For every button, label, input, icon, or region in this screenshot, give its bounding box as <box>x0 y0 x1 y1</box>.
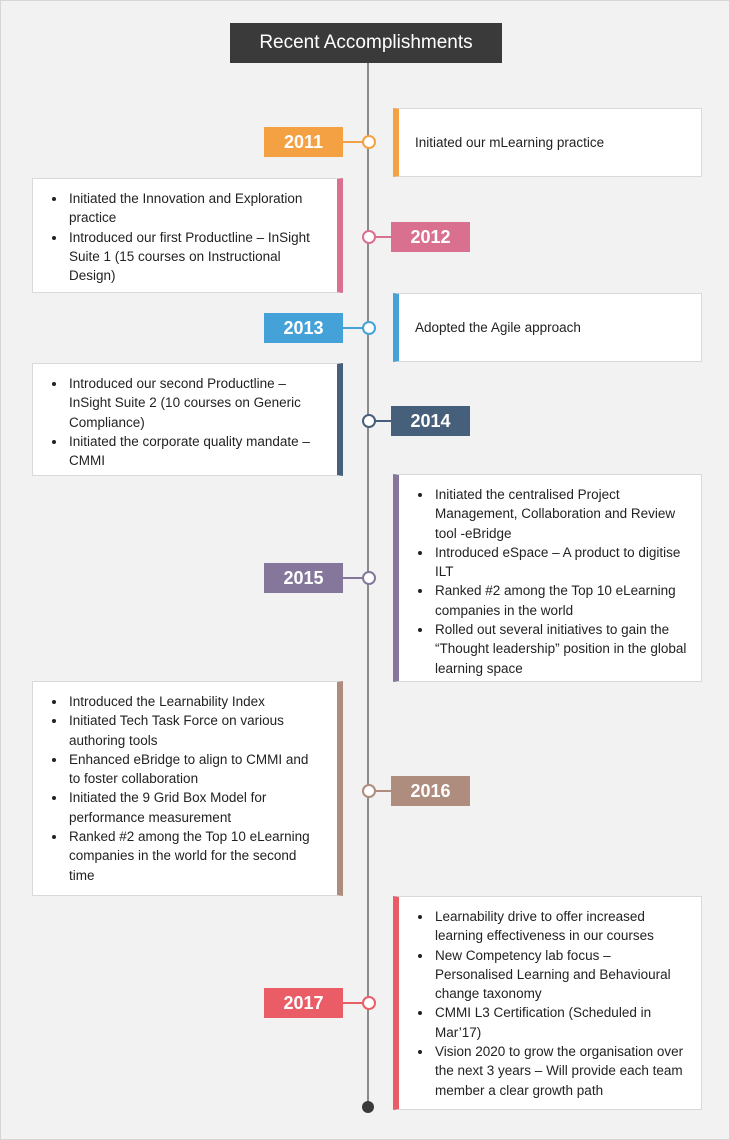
milestone-card-2016: Introduced the Learnability IndexInitiat… <box>32 681 343 896</box>
milestone-bullet: Introduced our second Productline – InSi… <box>67 374 323 432</box>
milestone-bullet: Ranked #2 among the Top 10 eLearning com… <box>67 827 323 885</box>
milestone-connector <box>343 141 368 143</box>
milestone-bullet-list: Initiated the centralised Project Manage… <box>399 485 687 678</box>
timeline-title: Recent Accomplishments <box>230 23 502 63</box>
year-tag-2011: 2011 <box>264 127 343 157</box>
milestone-node <box>362 321 376 335</box>
milestone-bullet: Ranked #2 among the Top 10 eLearning com… <box>433 581 687 620</box>
milestone-bullet: Initiated the centralised Project Manage… <box>433 485 687 543</box>
milestone-text: Initiated our mLearning practice <box>415 134 605 150</box>
milestone-bullet: New Competency lab focus – Personalised … <box>433 946 687 1004</box>
milestone-bullet: Enhanced eBridge to align to CMMI and to… <box>67 750 323 789</box>
milestone-card-2013: Adopted the Agile approach <box>393 293 702 362</box>
milestone-bullet-list: Learnability drive to offer increased le… <box>399 907 687 1100</box>
milestone-connector <box>368 420 392 422</box>
milestone-node <box>362 414 376 428</box>
year-tag-2014: 2014 <box>391 406 470 436</box>
milestone-card-2011: Initiated our mLearning practice <box>393 108 702 177</box>
milestone-bullet: Introduced the Learnability Index <box>67 692 323 711</box>
milestone-bullet-list: Introduced the Learnability IndexInitiat… <box>33 692 323 885</box>
milestone-card-2015: Initiated the centralised Project Manage… <box>393 474 702 682</box>
year-tag-2016: 2016 <box>391 776 470 806</box>
milestone-card-2014: Introduced our second Productline – InSi… <box>32 363 343 476</box>
milestone-node <box>362 996 376 1010</box>
timeline-axis <box>367 63 369 1107</box>
milestone-bullet-list: Initiated the Innovation and Exploration… <box>33 189 323 285</box>
milestone-connector <box>368 236 392 238</box>
milestone-bullet: Initiated the 9 Grid Box Model for perfo… <box>67 788 323 827</box>
milestone-bullet: CMMI L3 Certification (Scheduled in Mar’… <box>433 1003 687 1042</box>
milestone-card-2017: Learnability drive to offer increased le… <box>393 896 702 1110</box>
milestone-bullet: Initiated the corporate quality mandate … <box>67 432 323 471</box>
milestone-bullet: Introduced eSpace – A product to digitis… <box>433 543 687 582</box>
milestone-card-2012: Initiated the Innovation and Exploration… <box>32 178 343 293</box>
timeline-end-dot <box>362 1101 374 1113</box>
milestone-connector <box>343 327 368 329</box>
year-tag-2017: 2017 <box>264 988 343 1018</box>
year-tag-2013: 2013 <box>264 313 343 343</box>
milestone-bullet: Initiated the Innovation and Exploration… <box>67 189 323 228</box>
milestone-node <box>362 135 376 149</box>
milestone-bullet: Vision 2020 to grow the organisation ove… <box>433 1042 687 1100</box>
milestone-bullet: Introduced our first Productline – InSig… <box>67 228 323 286</box>
milestone-bullet: Rolled out several initiatives to gain t… <box>433 620 687 678</box>
milestone-connector <box>343 1002 368 1004</box>
milestone-bullet-list: Introduced our second Productline – InSi… <box>33 374 323 470</box>
milestone-node <box>362 784 376 798</box>
milestone-node <box>362 230 376 244</box>
milestone-connector <box>368 790 392 792</box>
milestone-bullet: Learnability drive to offer increased le… <box>433 907 687 946</box>
year-tag-2015: 2015 <box>264 563 343 593</box>
milestone-connector <box>343 577 368 579</box>
milestone-text: Adopted the Agile approach <box>415 319 581 335</box>
milestone-bullet: Initiated Tech Task Force on various aut… <box>67 711 323 750</box>
year-tag-2012: 2012 <box>391 222 470 252</box>
milestone-node <box>362 571 376 585</box>
